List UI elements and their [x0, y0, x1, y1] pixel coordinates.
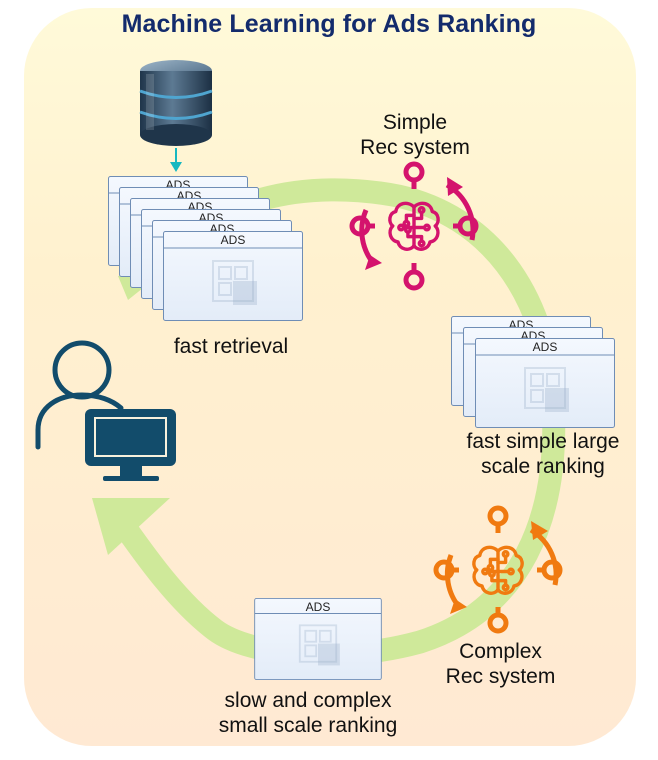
ads-card-label: ADS	[221, 233, 246, 247]
complex-rec-brain-icon	[433, 505, 563, 634]
data-flow-arrow	[170, 148, 182, 172]
complex-ranking-ads-card: ADS	[253, 598, 383, 680]
fast-retrieval-label: fast retrieval	[173, 335, 289, 358]
complex-rec-system-label-line: Rec system	[445, 665, 556, 688]
simple-ranking-label-line: scale ranking	[481, 455, 605, 478]
user-at-computer-icon	[35, 340, 176, 481]
simple-rec-brain-icon	[349, 161, 479, 291]
simple-ranking-ads-stack: ADS ADS ADS	[451, 316, 615, 428]
simple-rec-system-label: Simple Rec system	[355, 110, 475, 160]
complex-ranking-label: slow and complex small scale ranking	[198, 688, 418, 738]
ads-card-label: ADS	[306, 600, 331, 614]
page-title: Machine Learning for Ads Ranking	[121, 10, 537, 38]
complex-rec-system-label-line: Complex	[459, 640, 542, 663]
complex-ranking-label-line: slow and complex	[224, 689, 392, 712]
complex-rec-system-label: Complex Rec system	[423, 639, 578, 689]
database-icon	[139, 60, 213, 146]
simple-rec-system-label-line: Simple	[382, 111, 448, 134]
simple-rec-system-label-line: Rec system	[360, 136, 470, 159]
complex-ranking-label-line: small scale ranking	[218, 714, 398, 737]
retrieval-ads-stack: ADS ADS ADS ADS ADS ADS	[108, 176, 303, 321]
ads-card-label: ADS	[533, 340, 558, 354]
simple-ranking-label-line: fast simple large	[466, 430, 620, 453]
simple-ranking-label: fast simple large scale ranking	[443, 429, 643, 479]
